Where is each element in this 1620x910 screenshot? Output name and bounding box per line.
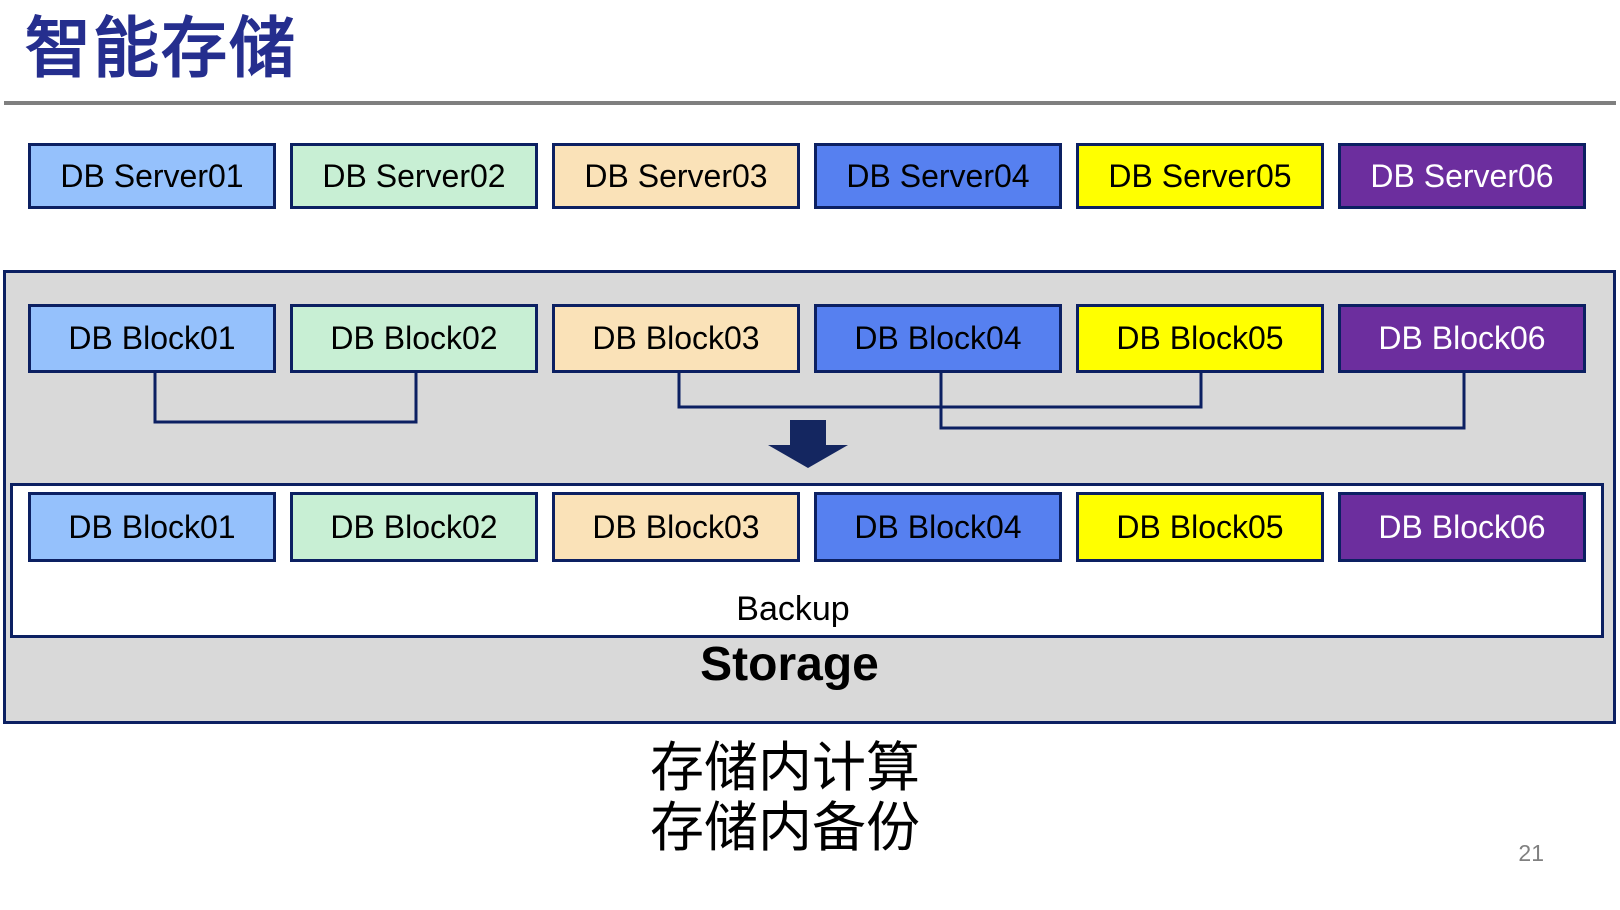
- db-block-backup-4: DB Block04: [814, 492, 1062, 562]
- backup-box: DB Block01 DB Block02 DB Block03 DB Bloc…: [10, 483, 1604, 638]
- caption-line-2: 存储内备份: [650, 798, 920, 858]
- db-server-box-4: DB Server04: [814, 143, 1062, 209]
- connector-lines: [153, 373, 1466, 468]
- db-block-source-3: DB Block03: [552, 304, 800, 373]
- backup-label: Backup: [736, 590, 850, 628]
- db-block-source-row: DB Block01 DB Block02 DB Block03 DB Bloc…: [28, 304, 1586, 373]
- title-divider: [4, 101, 1616, 105]
- db-block-backup-1: DB Block01: [28, 492, 276, 562]
- db-block-source-6: DB Block06: [1338, 304, 1586, 373]
- db-block-backup-2: DB Block02: [290, 492, 538, 562]
- db-block-backup-5: DB Block05: [1076, 492, 1324, 562]
- storage-container: DB Block01 DB Block02 DB Block03 DB Bloc…: [3, 270, 1616, 724]
- db-server-row: DB Server01 DB Server02 DB Server03 DB S…: [28, 143, 1586, 209]
- db-block-source-4: DB Block04: [814, 304, 1062, 373]
- db-server-box-5: DB Server05: [1076, 143, 1324, 209]
- caption-line-1: 存储内计算: [650, 738, 920, 798]
- db-block-backup-row: DB Block01 DB Block02 DB Block03 DB Bloc…: [28, 492, 1586, 562]
- storage-label: Storage: [700, 638, 879, 691]
- db-block-backup-3: DB Block03: [552, 492, 800, 562]
- db-server-box-6: DB Server06: [1338, 143, 1586, 209]
- db-block-backup-6: DB Block06: [1338, 492, 1586, 562]
- db-server-box-3: DB Server03: [552, 143, 800, 209]
- page-number: 21: [1518, 840, 1544, 866]
- down-arrow-icon: [768, 420, 848, 468]
- caption: 存储内计算 存储内备份: [0, 738, 1570, 858]
- db-block-source-1: DB Block01: [28, 304, 276, 373]
- db-server-box-1: DB Server01: [28, 143, 276, 209]
- db-server-box-2: DB Server02: [290, 143, 538, 209]
- db-block-source-2: DB Block02: [290, 304, 538, 373]
- db-block-source-5: DB Block05: [1076, 304, 1324, 373]
- slide-title: 智能存储: [25, 11, 297, 85]
